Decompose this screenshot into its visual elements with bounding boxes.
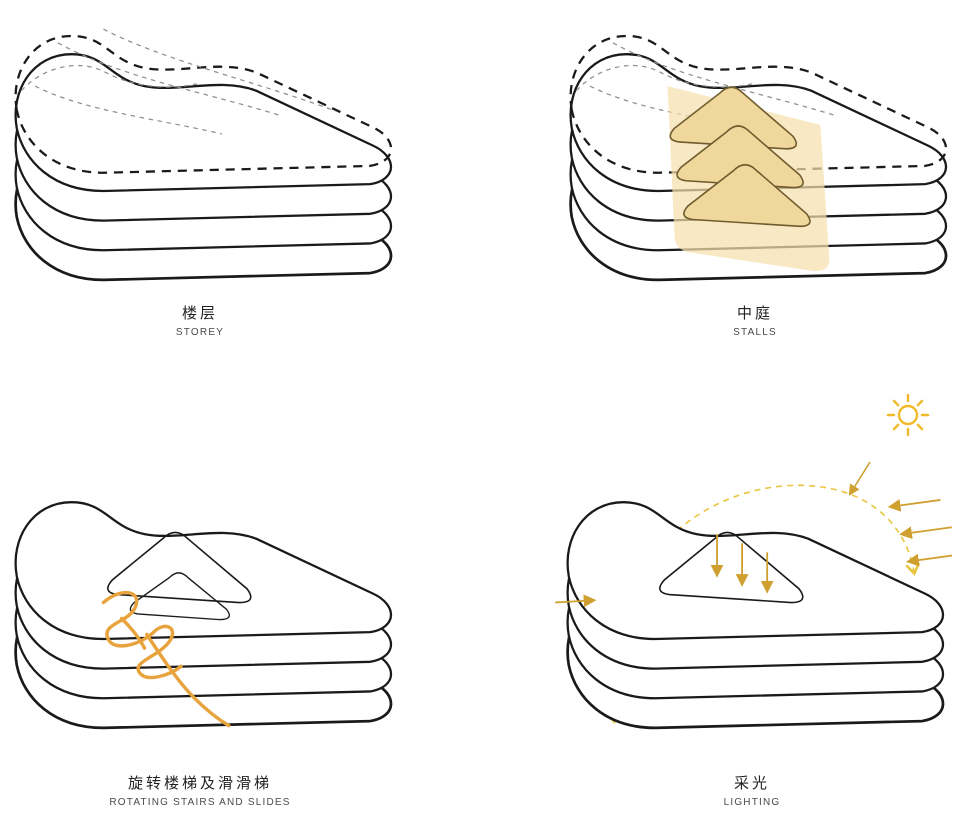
lighting-title-zh: 采光 [733,775,770,792]
stairs-title-en: ROTATING STAIRS AND SLIDES [109,797,291,808]
lighting-title-en: LIGHTING [723,797,781,808]
storey-title-zh: 楼层 [181,305,218,322]
caption-stairs: 旋转楼梯及滑滑梯 ROTATING STAIRS AND SLIDES [0,772,400,808]
lighting-diagram [555,461,952,730]
light-arrows [555,499,952,608]
atrium-void-outlines [107,531,252,621]
atrium-void-ring [129,572,231,621]
atrium-opening [683,163,811,228]
stairs-diagram [14,501,393,730]
atrium-opening [669,86,798,150]
roof-contour-line [20,64,198,92]
floor-plates [14,501,393,730]
storey-title-en: STOREY [175,327,225,338]
panel-atrium: 中庭 STALLS [555,6,955,338]
building-massing [569,34,948,282]
atrium-void-ring [659,531,804,604]
roof-contour-line [575,64,753,92]
building-massing [14,501,393,730]
atrium-opening [676,125,804,189]
caption-lighting: 采光 LIGHTING [552,772,952,808]
slide-path [101,591,231,728]
floor-plates [566,501,945,730]
stairs-title-zh: 旋转楼梯及滑滑梯 [127,775,272,792]
roof-contour-line [57,42,282,117]
floor-plates [14,53,393,282]
atrium-title-zh: 中庭 [736,305,773,322]
roof-contour-line [34,85,223,135]
roof-dashed-outline [14,28,393,174]
caption-storey: 楼层 STOREY [0,302,400,338]
caption-atrium: 中庭 STALLS [555,302,955,338]
building-massing [555,499,952,730]
building-massing [14,28,393,282]
storey-diagram [14,28,393,282]
roof-contour-line [612,42,837,117]
panel-lighting: 采光 LIGHTING [552,452,952,808]
sun-icon [886,393,930,437]
sun-ray-arrow [848,461,871,496]
panel-stairs: 旋转楼梯及滑滑梯 ROTATING STAIRS AND SLIDES [0,452,400,808]
atrium-void-ring [107,531,252,604]
panel-storey: 楼层 STOREY [0,6,400,338]
sun-path-arc [605,461,921,724]
atrium-title-en: STALLS [733,327,777,338]
atrium-diagram [569,34,948,282]
atrium-highlight [667,86,830,272]
